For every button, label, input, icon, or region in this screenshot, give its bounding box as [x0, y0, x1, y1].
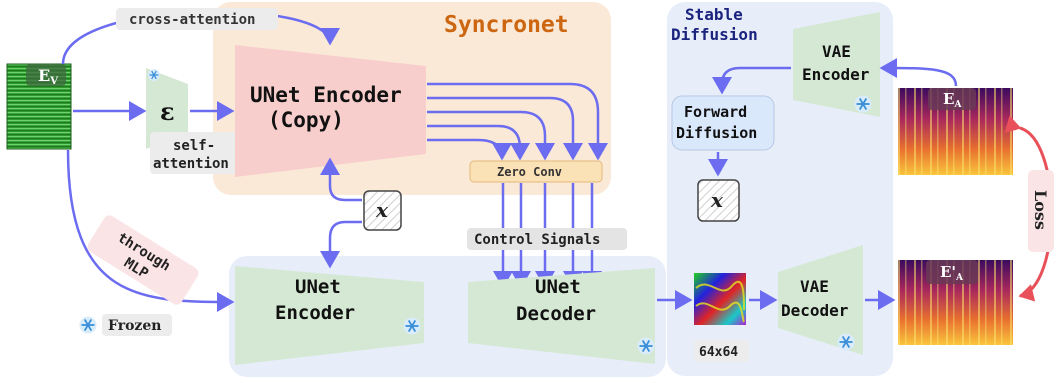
skip-connection-arrow-1 — [427, 82, 608, 161]
forward-diffusion-block — [671, 95, 775, 151]
latent-size-label: 64x64 — [699, 345, 738, 360]
ev-label-box — [26, 64, 66, 86]
skip-connection-arrow-5 — [427, 138, 512, 161]
control-signals-label: Control Signals — [474, 232, 600, 248]
stable-diffusion-title-line2: Diffusion — [671, 25, 758, 44]
latent-size-box — [694, 340, 749, 362]
syncronet-title: Syncronet — [444, 12, 569, 38]
unet-encoder-block — [235, 266, 424, 365]
self-attention-line1: self- — [173, 138, 215, 154]
forward-diffusion-line1: Forward — [684, 103, 747, 121]
vae-encoder-snowflake-icon — [853, 94, 873, 114]
ea-label: EA — [943, 90, 962, 110]
through-mlp-arrow — [66, 149, 235, 312]
epsilon-label: ε — [160, 97, 175, 126]
noisy-latent-x-center — [363, 190, 402, 231]
noisy-latent-x-right — [697, 179, 740, 222]
vae-encoder-block — [793, 12, 880, 117]
unet-decoder-line1: UNet — [535, 276, 581, 298]
unet-encoder-snowflake-icon — [402, 316, 422, 336]
unet-decoder-block — [468, 268, 655, 364]
epsilon-snowflake-icon — [147, 68, 161, 82]
unet-encoder-copy-line2: (Copy) — [268, 108, 344, 132]
cross-attention-box — [116, 8, 278, 30]
frozen-label: Frozen — [108, 318, 161, 334]
vae-decoder-line2: Decoder — [781, 301, 848, 320]
skip-connection-arrow-2 — [427, 96, 583, 161]
epsilon-encoder-block — [146, 68, 188, 149]
ea-prime-label: E'A — [940, 263, 964, 283]
unet-encoder-copy-line1: UNet Encoder — [250, 83, 402, 107]
ea-to-vae-encoder-arrow — [879, 58, 958, 87]
stable-diffusion-title-line1: Stable — [685, 5, 743, 24]
self-attention-box — [150, 132, 244, 174]
self-attention-line2: attention — [153, 156, 229, 172]
skip-connection-arrow-4 — [427, 124, 530, 161]
vae-encoder-to-forward-arrow — [712, 66, 791, 95]
noisy-latent-x-center-label: x — [375, 198, 389, 222]
unet-encoder-line2: Encoder — [275, 302, 355, 324]
zero-conv-block — [469, 160, 603, 183]
x-to-encoder-arrow — [320, 220, 362, 269]
unet-decoder-snowflake-icon — [636, 336, 656, 356]
forward-diffusion-line2: Diffusion — [676, 124, 757, 142]
ea-prime-label-box — [926, 260, 978, 284]
control-signals-box — [467, 228, 627, 250]
ea-label-box — [928, 88, 976, 110]
unet-encoder-copy-block — [235, 45, 426, 177]
vae-decoder-block — [778, 245, 863, 355]
unet-encoder-line1: UNet — [295, 276, 341, 298]
frozen-label-box — [102, 314, 172, 336]
ev-label: EV — [38, 66, 58, 87]
unet-decoder-line2: Decoder — [516, 303, 596, 325]
latent-swirl — [695, 280, 745, 323]
loss-box — [1028, 170, 1054, 252]
x-to-copy-arrow — [320, 157, 362, 202]
noisy-latent-x-right-label: x — [710, 188, 724, 212]
zero-conv-label: Zero Conv — [497, 165, 562, 179]
vae-encoder-line2: Encoder — [802, 65, 869, 84]
vae-encoder-line1: VAE — [822, 42, 851, 61]
frozen-snowflake-icon — [78, 315, 98, 335]
vae-decoder-snowflake-icon — [836, 332, 856, 352]
cross-attention-label: cross-attention — [129, 12, 255, 28]
through-mlp-tag: through MLP — [87, 215, 199, 305]
vae-decoder-line1: VAE — [800, 277, 829, 296]
skip-connection-arrow-3 — [427, 110, 555, 161]
loss-label: Loss — [1031, 190, 1050, 230]
